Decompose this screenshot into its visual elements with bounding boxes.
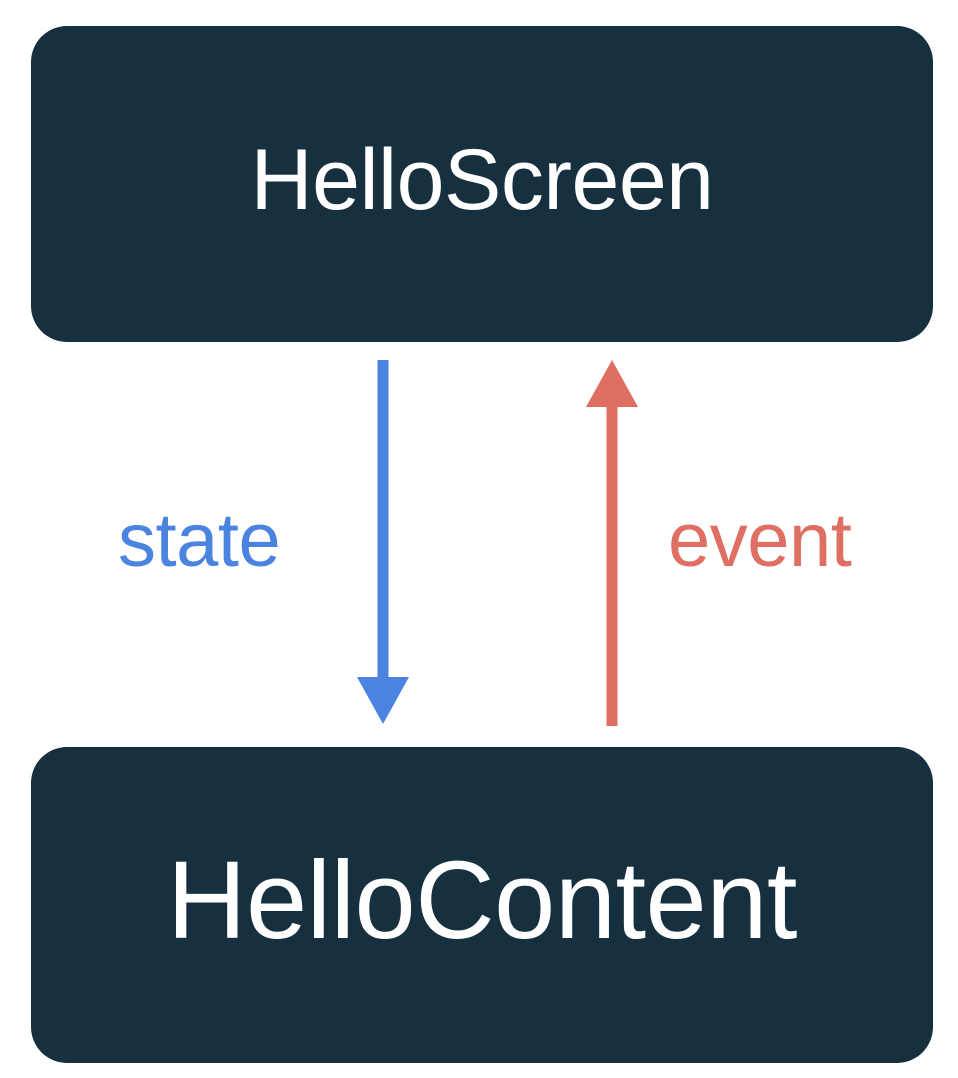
edge-event-arrowhead [586, 360, 638, 407]
edge-state-arrowhead [357, 677, 409, 724]
edge-state-arrow [357, 360, 409, 724]
edge-event-arrow [586, 360, 638, 726]
edge-label-state: state [118, 498, 281, 583]
node-hello-content-label: HelloContent [167, 839, 797, 962]
node-hello-screen-label: HelloScreen [250, 132, 714, 228]
node-hello-screen[interactable]: HelloScreen [31, 26, 933, 342]
node-hello-content[interactable]: HelloContent [31, 747, 933, 1063]
edge-label-event: event [668, 498, 852, 583]
